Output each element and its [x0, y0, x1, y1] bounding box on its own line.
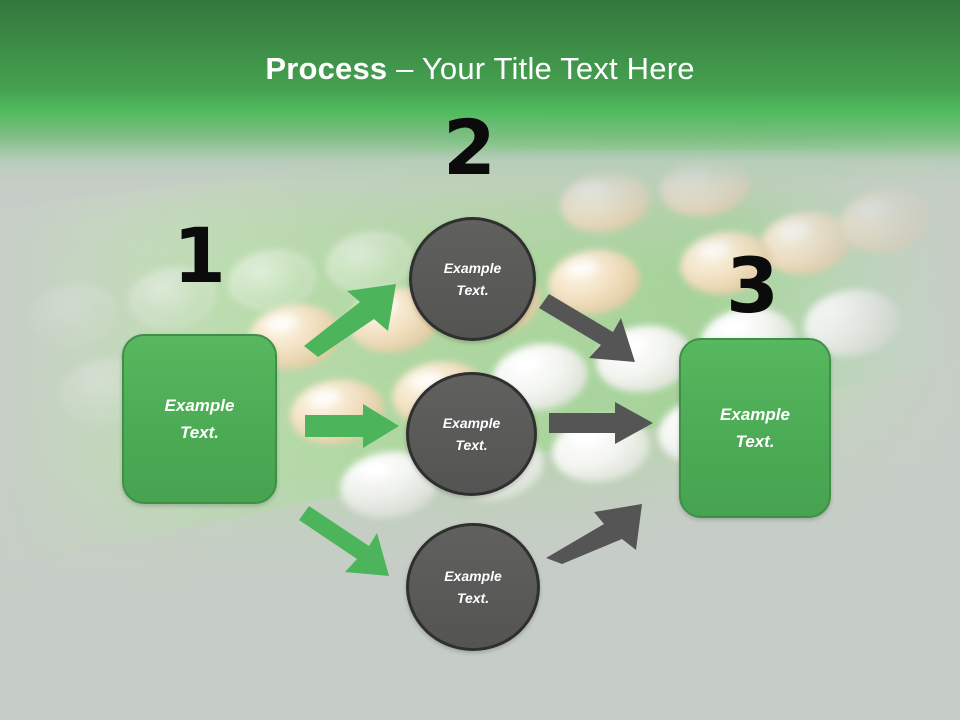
- process-box-right[interactable]: Example Text.: [679, 338, 831, 518]
- page-title-bold: Process: [265, 51, 388, 86]
- process-box-left-line1: Example: [164, 396, 235, 415]
- step-number-1: 1: [173, 211, 226, 300]
- process-box-left[interactable]: Example Text.: [122, 334, 277, 504]
- step-number-2: 2: [443, 103, 496, 192]
- arrow-top-to-right[interactable]: [539, 290, 663, 364]
- process-box-left-line2: Text.: [179, 423, 220, 442]
- arrow-left-to-top[interactable]: [300, 278, 410, 358]
- process-circle-top-line1: Example: [443, 260, 502, 276]
- page-title: Process – Your Title Text Here: [0, 51, 960, 87]
- process-circle-bottom-line1: Example: [444, 568, 502, 584]
- process-box-right-line1: Example: [720, 405, 790, 424]
- arrow-left-to-bottom[interactable]: [299, 502, 417, 578]
- page-title-rest: – Your Title Text Here: [387, 51, 695, 86]
- process-circle-middle[interactable]: Example Text.: [406, 372, 537, 496]
- process-circle-top-line2: Text.: [456, 282, 489, 298]
- process-circle-bottom-line2: Text.: [456, 590, 490, 606]
- process-circle-middle-line1: Example: [442, 415, 501, 431]
- process-box-right-line2: Text.: [735, 432, 775, 451]
- process-circle-bottom[interactable]: Example Text.: [406, 523, 540, 651]
- step-number-3: 3: [726, 241, 779, 330]
- process-circle-middle-line2: Text.: [455, 437, 488, 453]
- arrow-middle-to-right[interactable]: [549, 402, 655, 446]
- arrow-left-to-middle[interactable]: [305, 404, 401, 450]
- process-circle-top[interactable]: Example Text.: [409, 217, 536, 341]
- arrow-bottom-to-right[interactable]: [542, 500, 654, 566]
- header-band: [0, 0, 960, 185]
